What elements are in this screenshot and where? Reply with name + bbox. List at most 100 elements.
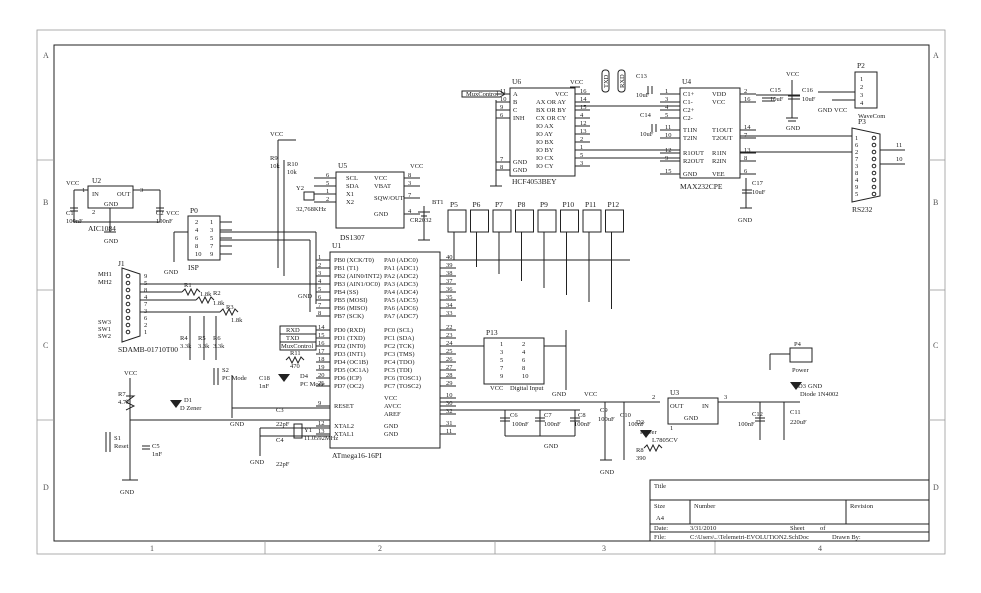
j1-pin-num: 9 xyxy=(144,273,147,280)
u1-pin-name: VCC xyxy=(384,395,397,402)
j1-ref: J1 xyxy=(118,259,125,268)
u4-pin-name: C1+ xyxy=(683,91,695,98)
u1-pin-name: PB7 (SCK) xyxy=(334,313,364,320)
u1-pin-num: 8 xyxy=(318,310,321,317)
p0-pin-num: 4 xyxy=(195,227,199,234)
u1-pin-name: PD1 (TXD) xyxy=(334,335,365,342)
misc-gnd-1: GND xyxy=(230,421,244,428)
header-ref: P12 xyxy=(608,200,620,209)
u5-pin-num: 1 xyxy=(326,188,329,195)
j1-sw3: SW3 xyxy=(98,319,111,326)
c3-ref: C3 xyxy=(276,407,284,414)
u4-pin-num: 6 xyxy=(744,168,748,175)
u6-pin-num: 6 xyxy=(500,112,504,119)
j1-mh2: MH2 xyxy=(98,279,112,286)
c1-val: 100nF xyxy=(66,218,83,225)
p3-pin-num: 8 xyxy=(855,170,858,177)
header-box xyxy=(605,209,624,233)
u1-ref: U1 xyxy=(332,241,341,250)
u1-pin-num: 40 xyxy=(446,254,453,261)
u1-pin-name: PC2 (TCK) xyxy=(384,343,414,350)
c2-val: 100nF xyxy=(156,218,173,225)
u1-part: ATmega16-16PI xyxy=(332,451,382,460)
u6-pin-name: A xyxy=(513,91,518,98)
u3-in: IN xyxy=(702,403,709,410)
y1-ref: Y1 xyxy=(304,427,312,434)
u1-pin-num: 6 xyxy=(318,294,322,301)
j1-pin-num: 6 xyxy=(144,315,148,322)
u4-pin-num: 10 xyxy=(665,132,672,139)
u2-gnd: GND xyxy=(104,201,118,208)
u1-pin-name: AREF xyxy=(384,411,401,418)
c15-gnd: GND xyxy=(786,125,800,132)
p0-pin-num: 2 xyxy=(195,219,198,226)
u6-pin-name: GND xyxy=(513,159,527,166)
u5-pin-name: X1 xyxy=(346,191,354,198)
u1-pin-num: 12 xyxy=(318,420,325,427)
u6-pin-name: CX OR CY xyxy=(536,115,567,122)
y1-val: 11.0592MHz xyxy=(304,435,338,442)
c6-ref: C6 xyxy=(510,412,518,419)
d3-name: Diode 1N4002 xyxy=(800,391,838,398)
u1-pin-name: PC7 (TOSC2) xyxy=(384,383,421,390)
p0-gnd: GND xyxy=(164,269,178,276)
u5-vcc2: VCC xyxy=(410,163,423,170)
r9-val: 10k xyxy=(270,163,281,170)
u1-pin-name: XTAL2 xyxy=(334,423,354,430)
u4-pin-num: 8 xyxy=(744,155,747,162)
c13-val: 10uF xyxy=(636,92,650,99)
u1-pin-num: 9 xyxy=(318,400,321,407)
u1-pin-name: AVCC xyxy=(384,403,401,410)
p13-pin-num: 4 xyxy=(522,349,526,356)
u4-pin-num: 1 xyxy=(665,88,668,95)
pwr-vcc: VCC xyxy=(584,391,597,398)
u5-pin-name: VBAT xyxy=(374,183,391,190)
u1-pin-num: 13 xyxy=(318,428,325,435)
u1-pin-num: 21 xyxy=(318,380,325,387)
u6-pin-name: IO AY xyxy=(536,131,553,138)
c17-ref: C17 xyxy=(752,180,764,187)
p3-pin-num: 7 xyxy=(855,156,859,163)
c10-ref: C10 xyxy=(620,412,631,419)
header-box xyxy=(537,209,557,233)
u1-pin-name: RESET xyxy=(334,403,354,410)
u1-pin-name: PA6 (ADC6) xyxy=(384,305,418,312)
c6-val: 100nF xyxy=(512,421,529,428)
u4-pin-num: 14 xyxy=(744,124,751,131)
d4-ref: D4 xyxy=(300,373,309,380)
u2-vcc: VCC xyxy=(66,180,79,187)
tb-number-label: Number xyxy=(694,503,716,510)
svg-text:2: 2 xyxy=(652,394,655,401)
inner-border xyxy=(53,44,930,542)
u1-pin-name: PA3 (ADC3) xyxy=(384,281,418,288)
u1-pin-num: 36 xyxy=(446,286,453,293)
p3-n11: 11 xyxy=(896,142,902,149)
r2-val: 1.8k xyxy=(213,300,225,307)
u1-pin-name: PA1 (ADC1) xyxy=(384,265,418,272)
r3-ref: R3 xyxy=(226,304,234,311)
u1-pin-num: 38 xyxy=(446,270,453,277)
p0-ref: P0 xyxy=(190,206,198,215)
c15-val: 10uF xyxy=(770,96,784,103)
r10-val: 10k xyxy=(287,169,298,176)
muxcontrol-label: MuxControl xyxy=(466,91,498,98)
u2-gnd-sym: GND xyxy=(104,238,118,245)
zone-row-b-right: B xyxy=(933,198,938,207)
u1-pin-num: 3 xyxy=(318,270,321,277)
u2-vcc-out: VCC xyxy=(166,210,179,217)
j1-pin-num: 8 xyxy=(144,287,147,294)
txd-rot-label: TXD xyxy=(603,74,610,88)
u1-pin-name: PD3 (INT1) xyxy=(334,351,366,358)
u6-pin-num: 1 xyxy=(580,144,583,151)
tb-drawn-by: Drawn By: xyxy=(832,534,861,541)
u6-pin-name: BX OR BY xyxy=(536,107,567,114)
d3-gnd: GND xyxy=(808,383,822,390)
u4-pin-name: R1OUT xyxy=(683,150,704,157)
r4-val: 3.3k xyxy=(180,343,192,350)
u5-pin-num: 2 xyxy=(326,196,329,203)
u4-pin-num: 13 xyxy=(744,147,751,154)
u3-gnd: GND xyxy=(684,415,698,422)
